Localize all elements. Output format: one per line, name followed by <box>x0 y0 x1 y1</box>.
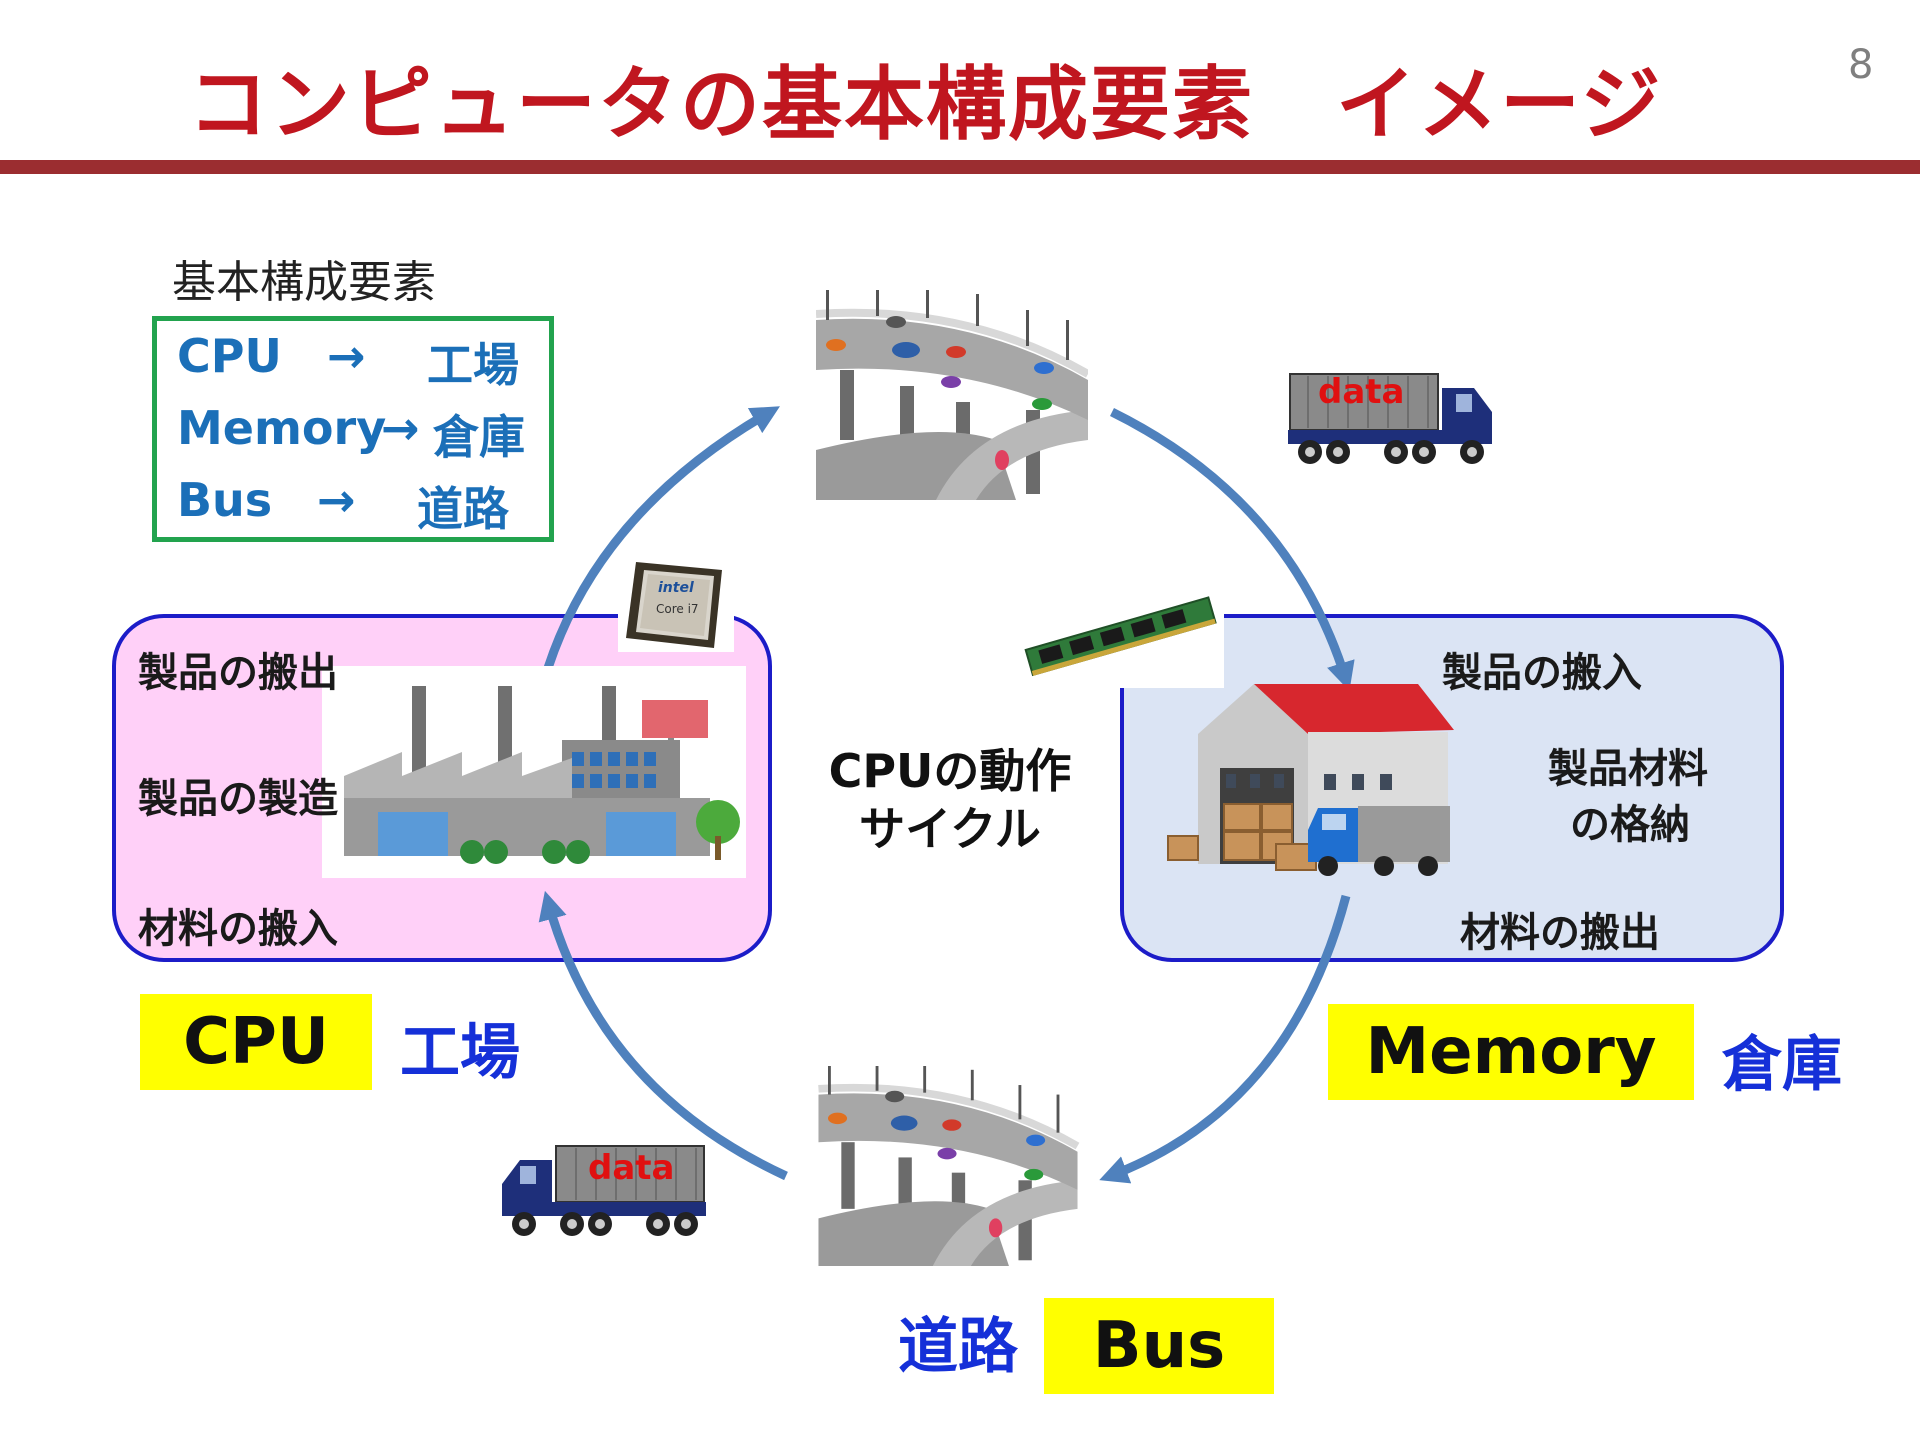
page-number: 8 <box>1848 42 1874 88</box>
cpu-chip-illustration: intel Core i7 <box>618 552 734 652</box>
page-title: コンピュータの基本構成要素 イメージ <box>188 58 1663 151</box>
bus-badge-text: Bus <box>1092 1309 1226 1383</box>
truck-data-label: data <box>1318 372 1405 412</box>
legend-arrow: → <box>327 329 366 383</box>
truck-data-label: data <box>588 1148 675 1188</box>
legend-arrow: → <box>381 401 420 455</box>
legend-term: Memory <box>177 401 387 455</box>
legend-meaning: 倉庫 <box>433 410 525 464</box>
data-truck-top: data <box>1288 372 1498 472</box>
bus-badge: Bus <box>1044 1298 1274 1394</box>
memory-module-illustration <box>1018 588 1224 688</box>
highway-top-illustration <box>816 290 1088 500</box>
cpu-label-shipping: 製品の搬出 <box>138 650 338 696</box>
warehouse-illustration <box>1167 684 1454 876</box>
legend-term: CPU <box>177 329 282 383</box>
legend-meaning: 工場 <box>427 338 519 392</box>
arrow-memory-to-bus <box>1099 894 1351 1184</box>
arrow-bus-to-memory <box>1110 407 1355 691</box>
legend-box: CPU → 工場 Memory → 倉庫 Bus → 道路 <box>152 316 554 542</box>
memory-badge: Memory <box>1328 1004 1694 1100</box>
cpu-badge: CPU <box>140 994 372 1090</box>
memory-label-storage-2: の格納 <box>1570 802 1690 848</box>
memory-label-receiving: 製品の搬入 <box>1442 650 1642 696</box>
cpu-chip-icon <box>626 562 722 648</box>
arrow-bus-to-cpu <box>538 890 788 1181</box>
memory-name-label: 倉庫 <box>1722 1030 1842 1100</box>
arrow-cpu-to-bus <box>543 406 780 670</box>
cpu-label-receiving: 材料の搬入 <box>138 906 338 952</box>
chip-brand: intel <box>658 580 694 596</box>
memory-label-storage-1: 製品材料 <box>1548 746 1708 792</box>
legend-term: Bus <box>177 473 273 527</box>
data-truck-bottom: data <box>498 1144 708 1244</box>
factory-illustration <box>322 666 746 878</box>
legend-arrow: → <box>317 473 356 527</box>
truck-icon <box>502 1145 706 1236</box>
cpu-name-label: 工場 <box>400 1018 520 1088</box>
memory-label-shipping: 材料の搬出 <box>1460 910 1660 956</box>
chip-model: Core i7 <box>656 602 699 616</box>
cpu-cycle-line2: サイクル <box>859 802 1041 856</box>
cpu-badge-text: CPU <box>183 1005 329 1079</box>
truck-icon <box>1288 373 1492 464</box>
bus-name-label: 道路 <box>898 1312 1018 1382</box>
cpu-cycle-label: CPUの動作 サイクル <box>800 742 1100 858</box>
legend-title: 基本構成要素 <box>172 257 436 308</box>
header-divider <box>0 160 1920 174</box>
memory-badge-text: Memory <box>1365 1015 1657 1089</box>
cpu-label-manufacturing: 製品の製造 <box>138 776 338 822</box>
highway-bottom-illustration <box>818 1066 1080 1266</box>
cpu-cycle-line1: CPUの動作 <box>828 744 1072 798</box>
legend-meaning: 道路 <box>417 482 509 536</box>
